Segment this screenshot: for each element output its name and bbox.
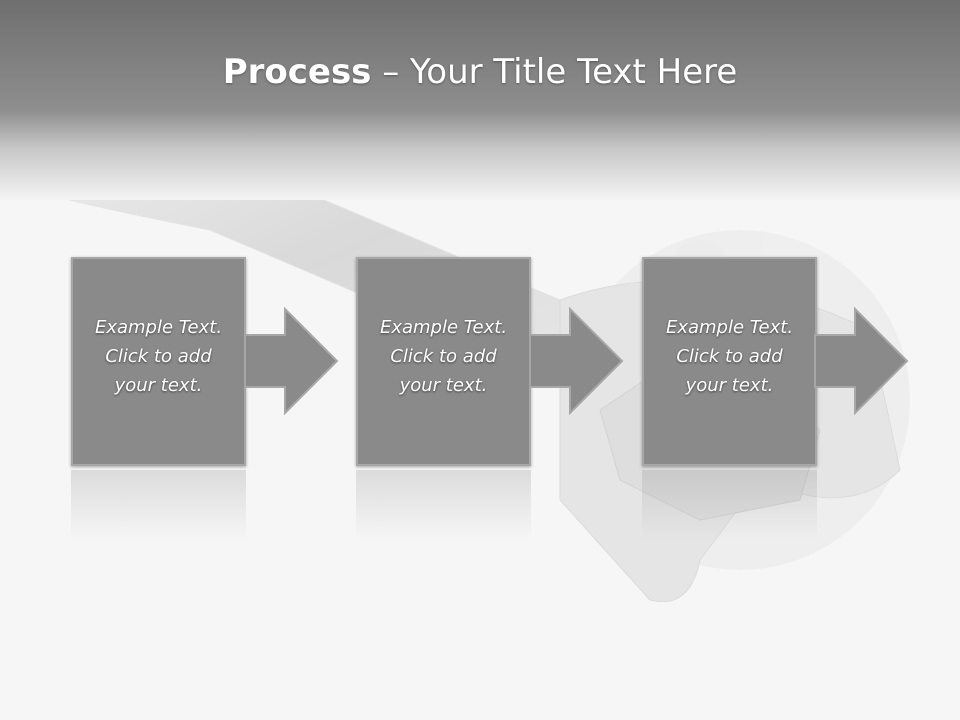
step-1-line-3: your text. <box>114 375 203 396</box>
step-2-arrow-right-icon <box>529 307 624 415</box>
step-1-line-2: Click to add <box>105 346 212 367</box>
slide-title[interactable]: Process – Your Title Text Here <box>0 52 960 92</box>
step-2-line-1: Example Text. <box>379 317 508 338</box>
process-step-3: Example Text. Click to add your text. <box>642 257 817 466</box>
step-3-line-2: Click to add <box>676 346 783 367</box>
process-step-1: Example Text. Click to add your text. <box>71 257 246 466</box>
title-band: Process – Your Title Text Here <box>0 0 960 200</box>
step-2-reflection <box>356 470 531 540</box>
step-3-line-3: your text. <box>685 375 774 396</box>
title-rest-text: – Your Title Text Here <box>371 52 738 92</box>
step-2-line-2: Click to add <box>390 346 497 367</box>
step-3-line-1: Example Text. <box>665 317 794 338</box>
process-step-2: Example Text. Click to add your text. <box>356 257 531 466</box>
title-bold-text: Process <box>222 52 372 92</box>
step-1-text[interactable]: Example Text. Click to add your text. <box>73 313 244 400</box>
step-3-box[interactable]: Example Text. Click to add your text. <box>642 257 817 466</box>
step-1-box[interactable]: Example Text. Click to add your text. <box>71 257 246 466</box>
step-3-arrow-right-icon <box>814 307 909 415</box>
step-3-reflection <box>642 470 817 540</box>
step-3-text[interactable]: Example Text. Click to add your text. <box>644 313 815 400</box>
step-1-arrow-right-icon <box>244 307 339 415</box>
step-2-text[interactable]: Example Text. Click to add your text. <box>358 313 529 400</box>
step-1-line-1: Example Text. <box>94 317 223 338</box>
step-2-box[interactable]: Example Text. Click to add your text. <box>356 257 531 466</box>
step-2-line-3: your text. <box>399 375 488 396</box>
step-1-reflection <box>71 470 246 540</box>
